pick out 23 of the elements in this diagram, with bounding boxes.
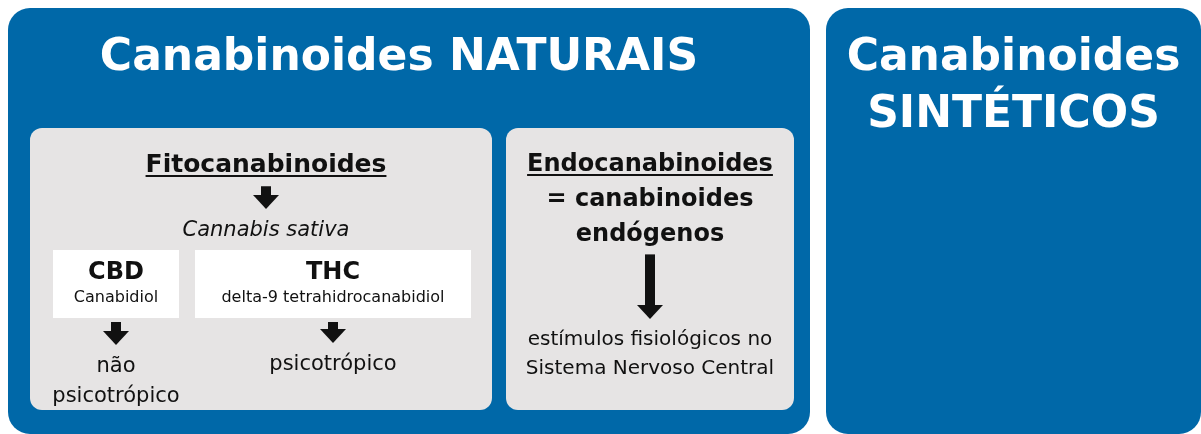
compound-name: THC — [304, 256, 362, 287]
arrow — [253, 186, 279, 209]
panel-title: Canabinoides SINTÉTICOS — [845, 28, 1182, 140]
effect-label: estímulos fisiológicos no Sistema Nervoso Central — [515, 324, 785, 382]
compound-fullname: Canabidiol — [72, 287, 160, 308]
effect-label: psicotrópico — [269, 348, 397, 379]
arrow — [637, 254, 663, 319]
species-label: Cannabis sativa — [182, 214, 350, 245]
heading: Endocanabinoides — [526, 148, 774, 179]
compound-box — [195, 250, 471, 318]
category-panel — [8, 8, 810, 434]
compound-fullname: delta-9 tetrahidrocanabidiol — [220, 287, 446, 308]
arrow — [103, 322, 129, 345]
effect-label: não psicotrópico — [41, 350, 191, 411]
category-panel — [826, 8, 1201, 434]
compound-name: CBD — [87, 256, 145, 287]
group-panel — [506, 128, 794, 410]
compound-box — [53, 250, 179, 318]
panel-title: Canabinoides NATURAIS — [98, 28, 700, 82]
arrow — [320, 322, 346, 343]
subheading: = canabinoides endógenos — [545, 182, 755, 249]
group-panel — [30, 128, 492, 410]
heading: Fitocanabinoides — [145, 146, 387, 183]
